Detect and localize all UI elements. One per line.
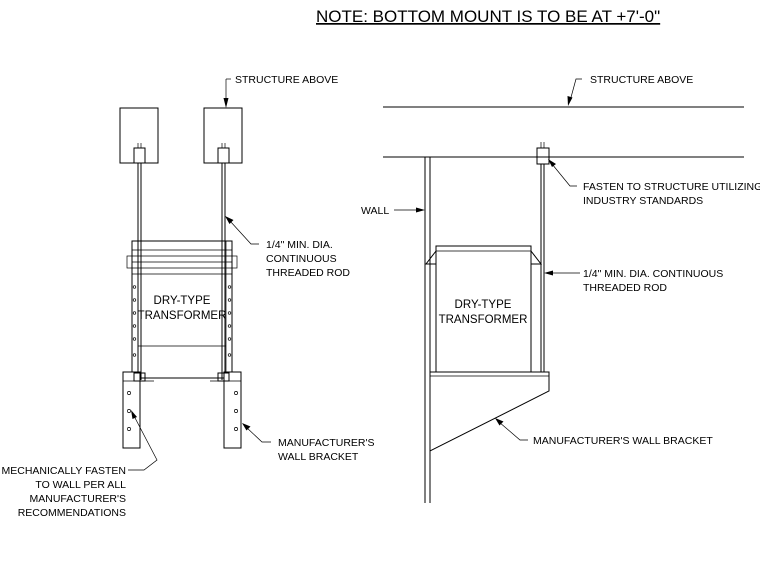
rod-nut-bottom-right [217, 372, 230, 382]
right-bracket-label: MANUFACTURER'S WALL BRACKET [533, 435, 713, 447]
left-bracket-leader [245, 426, 271, 443]
structure-block-left [119, 107, 159, 164]
left-rod-label-1: 1/4" MIN. DIA. [266, 239, 333, 251]
left-rod-label-3: THREADED ROD [266, 267, 350, 279]
left-structure-above-label: STRUCTURE ABOVE [235, 74, 338, 86]
bracket-holes [127, 391, 238, 431]
right-transformer-label-1: DRY-TYPE [455, 299, 512, 311]
rod-nut-top-left [133, 147, 146, 164]
bottom-mount-note: NOTE: BOTTOM MOUNT IS TO BE AT +7'-0" [316, 7, 660, 26]
left-transformer-side-dots [132, 285, 232, 357]
fasten-wall-label-3: MANUFACTURER'S [29, 493, 126, 505]
wall-bracket-right [223, 371, 242, 449]
structure-block-right [203, 107, 243, 164]
right-bracket-leader [498, 421, 528, 441]
wall-label: WALL [361, 205, 389, 217]
left-transformer-body [131, 240, 233, 379]
fasten-structure-leader [551, 163, 577, 187]
structure-anchor-nut [536, 147, 550, 165]
fasten-structure-label-2: INDUSTRY STANDARDS [583, 195, 703, 207]
right-structure-above-label: STRUCTURE ABOVE [590, 74, 693, 86]
right-transformer-label-2: TRANSFORMER [439, 314, 528, 326]
fasten-wall-leader [128, 413, 158, 471]
fasten-wall-label-2: TO WALL PER ALL [35, 479, 126, 491]
fasten-wall-label-1: MECHANICALLY FASTEN [2, 465, 126, 477]
left-front-elevation: DRY-TYPE TRANSFORMER STRUCTURE ABOVE 1/4… [2, 74, 375, 519]
left-bracket-label-1: MANUFACTURER'S [278, 437, 375, 449]
rod-nut-bottom-left [133, 372, 146, 382]
left-transformer-label-2: TRANSFORMER [138, 310, 227, 322]
fasten-structure-label-1: FASTEN TO STRUCTURE UTILIZING [583, 181, 760, 193]
right-rod-label-1: 1/4" MIN. DIA. CONTINUOUS [583, 268, 723, 280]
right-wall-bracket [429, 371, 550, 452]
right-structure-leader [569, 78, 582, 102]
fasten-wall-label-4: RECOMMENDATIONS [18, 507, 126, 519]
rod-nut-top-right [217, 147, 230, 164]
right-rod-label-2: THREADED ROD [583, 282, 667, 294]
right-side-elevation: DRY-TYPE TRANSFORMER STRUCTURE ABOVE FAS… [361, 74, 760, 503]
left-transformer-label-1: DRY-TYPE [154, 295, 211, 307]
wall-bracket-left [122, 371, 141, 449]
left-rod-leader [229, 220, 259, 245]
left-bracket-label-2: WALL BRACKET [278, 451, 359, 463]
left-rod-label-2: CONTINUOUS [266, 253, 337, 265]
